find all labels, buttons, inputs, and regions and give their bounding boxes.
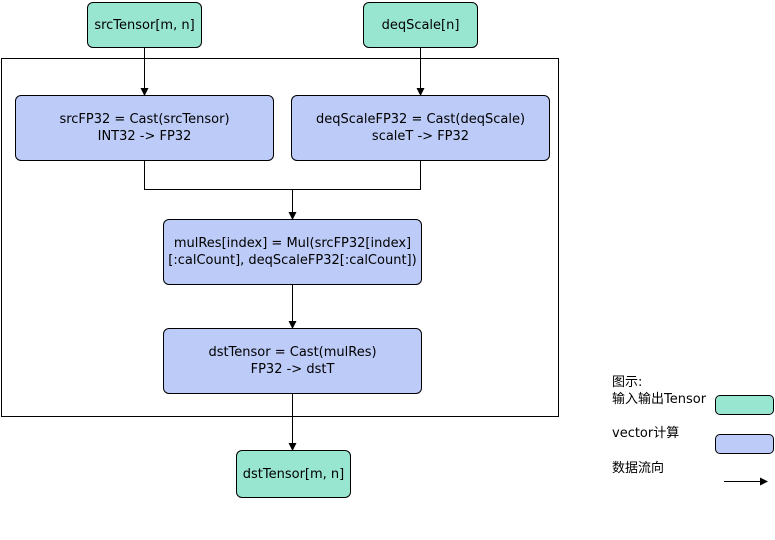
cast-src-line2: INT32 -> FP32 [97,129,192,144]
dst-tensor-node: dstTensor[m, n] [236,450,351,498]
cast-dst-line1: dstTensor = Cast(mulRes) [208,345,377,360]
src-tensor-label: srcTensor[m, n] [94,17,195,33]
legend-io-swatch [715,395,774,415]
legend-io-label: 输入输出Tensor [612,392,707,407]
deq-scale-label: deqScale[n] [381,17,460,33]
legend-vector-label: vector计算 [612,426,680,441]
cast-scale-line1: deqScaleFP32 = Cast(deqScale) [315,112,526,127]
legend-flow-label: 数据流向 [612,461,665,476]
src-tensor-node: srcTensor[m, n] [87,2,202,48]
cast-scale-node: deqScaleFP32 = Cast(deqScale) scaleT -> … [291,95,550,161]
legend-title: 图示: [612,375,643,390]
legend-vector-swatch [715,434,774,454]
connector-cast-scale-to-merge [292,161,421,190]
mul-node: mulRes[index] = Mul(srcFP32[index] [:cal… [163,219,422,285]
mul-line1: mulRes[index] = Mul(srcFP32[index] [173,236,412,251]
cast-src-line1: srcFP32 = Cast(srcTensor) [59,112,230,127]
mul-line2: [:calCount], deqScaleFP32[:calCount]) [168,253,417,268]
cast-scale-line2: scaleT -> FP32 [371,129,470,144]
connector-cast-src-to-merge [144,161,293,190]
dst-tensor-label: dstTensor[m, n] [242,466,345,482]
deq-scale-node: deqScale[n] [363,2,478,48]
cast-src-node: srcFP32 = Cast(srcTensor) INT32 -> FP32 [15,95,274,161]
vector-compute-frame [1,58,559,417]
cast-dst-node: dstTensor = Cast(mulRes) FP32 -> dstT [163,328,422,394]
cast-dst-line2: FP32 -> dstT [250,362,335,377]
